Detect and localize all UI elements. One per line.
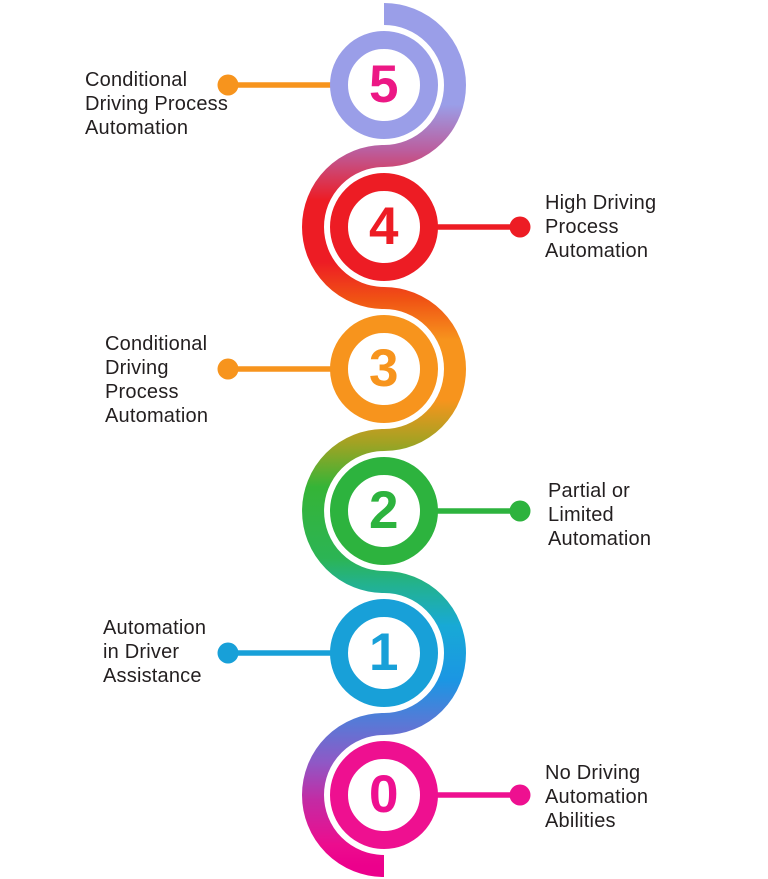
level-2-label: Partial or Limited Automation: [548, 480, 652, 550]
level-1-ring: [330, 599, 438, 707]
level-0-node: [330, 741, 531, 849]
level-2-number: 2: [369, 481, 399, 540]
level-1-connector-dot: [217, 642, 239, 664]
level-1-node: [217, 599, 438, 707]
level-3-label: Conditional Driving Process Automation: [105, 333, 209, 427]
level-5-ring: [330, 31, 438, 139]
level-2-connector-dot: [509, 500, 531, 522]
level-4-ring: [330, 173, 438, 281]
level-1-label: Automation in Driver Assistance: [103, 617, 207, 687]
level-3-ring: [330, 315, 438, 423]
level-4-label: High Driving Process Automation: [545, 192, 657, 262]
serpentine-ribbon: [302, 3, 466, 877]
level-4-number: 4: [369, 197, 399, 256]
level-5-label: Conditional Driving Process Automation: [85, 69, 229, 139]
level-3-node: [217, 315, 438, 423]
level-5-number: 5: [369, 55, 399, 114]
level-2-ring: [330, 457, 438, 565]
level-0-connector-dot: [509, 784, 531, 806]
level-4-node: [330, 173, 531, 281]
level-3-connector-dot: [217, 358, 239, 380]
level-3-number: 3: [369, 339, 399, 398]
level-4-connector-dot: [509, 216, 531, 238]
level-5-connector-dot: [217, 74, 239, 96]
level-5-node: [217, 31, 438, 139]
level-0-ring: [330, 741, 438, 849]
level-2-node: [330, 457, 531, 565]
level-0-label: No Driving Automation Abilities: [545, 762, 649, 832]
level-0-number: 0: [369, 765, 399, 824]
level-1-number: 1: [369, 623, 399, 682]
